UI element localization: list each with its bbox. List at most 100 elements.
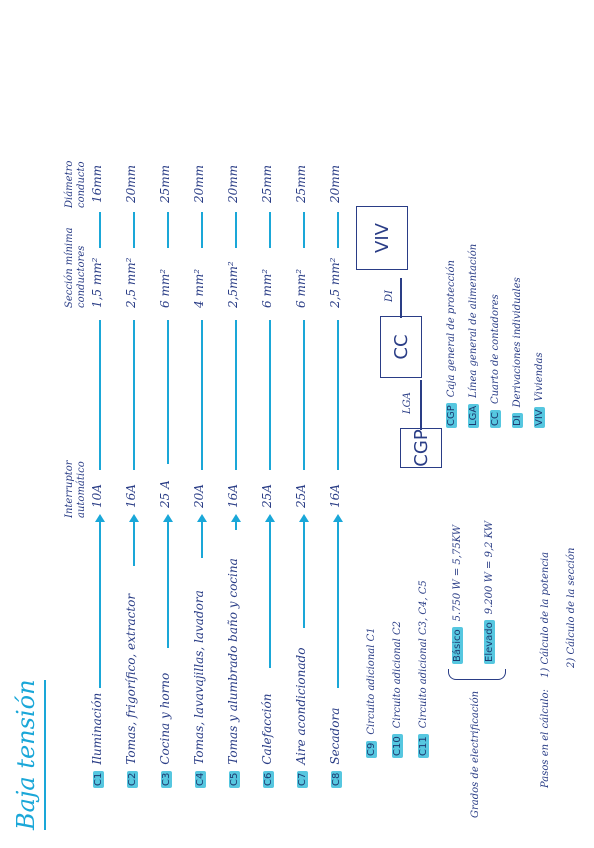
arrow-head-icon	[231, 514, 241, 522]
cc-box-label: CC	[390, 334, 412, 360]
arrow-line	[337, 520, 339, 688]
connector-line	[99, 212, 101, 248]
viv-box-label: VIV	[371, 223, 393, 253]
circuit-section: 6 mm²	[158, 268, 172, 308]
header-section-line1: Sección mínima	[64, 227, 75, 308]
circuit-row: C4 Tomas, lavavajillas, lavadora	[192, 590, 206, 788]
circuit-section: 4 mm²	[192, 268, 206, 308]
step-item: 2) Cálculo de la sección	[566, 547, 577, 668]
cgp-box-label: CGP	[410, 429, 432, 467]
header-diameter: Diámetro conducto	[64, 161, 88, 208]
legend-badge: DI	[512, 413, 523, 428]
grade-value: 5.750 W = 5,75KW	[452, 524, 463, 622]
circuit-breaker: 25 A	[158, 480, 172, 508]
arrow-line	[201, 520, 203, 558]
circuit-code-badge: C1	[93, 770, 104, 788]
connector-line	[269, 212, 271, 248]
arrow-head-icon	[265, 514, 275, 522]
circuit-section: 2,5 mm²	[328, 257, 342, 308]
connector-line	[167, 320, 169, 464]
legend-text: Línea general de alimentación	[468, 243, 479, 398]
circuit-diameter: 20mm	[226, 164, 240, 203]
title-underline	[44, 680, 46, 830]
electrification-item: Básico 5.750 W = 5,75KW	[452, 525, 463, 664]
circuit-row: C8 Secadora	[328, 708, 342, 788]
legend-badge: VIV	[534, 407, 545, 428]
circuit-breaker: 16A	[124, 484, 138, 508]
header-section: Sección mínima conductores	[64, 227, 88, 308]
circuit-diameter: 25mm	[294, 164, 308, 203]
circuit-name: Calefacción	[260, 693, 274, 765]
header-section-line2: conductores	[76, 245, 87, 308]
legend-text: Viviendas	[534, 352, 545, 402]
di-link-line	[400, 278, 402, 318]
header-breaker-line1: Interruptor	[64, 460, 75, 518]
circuit-code-badge: C8	[331, 770, 342, 788]
circuit-code-badge: C10	[392, 734, 403, 758]
legend-badge: LGA	[468, 403, 479, 428]
grade-value: 9.200 W = 9,2 KW	[484, 520, 495, 615]
extra-circuit-name: Circuito adicional C3, C4, C5	[418, 580, 429, 729]
circuit-name: Secadora	[328, 707, 342, 765]
circuit-breaker: 10A	[90, 484, 104, 508]
grade-badge: Básico	[452, 627, 463, 664]
connector-line	[337, 320, 339, 470]
arrow-head-icon	[95, 514, 105, 522]
connector-line	[303, 212, 305, 248]
steps-label: Pasos en el cálculo:	[540, 689, 551, 788]
legend-item: DI Derivaciones individuales	[512, 277, 523, 428]
header-breaker-line2: automático	[76, 461, 87, 518]
connector-line	[133, 212, 135, 248]
legend-item: LGA Línea general de alimentación	[468, 244, 479, 428]
circuit-diameter: 20mm	[328, 164, 342, 203]
connector-line	[133, 320, 135, 470]
lga-link-line	[420, 380, 422, 430]
brace	[448, 669, 506, 680]
circuit-diameter: 16mm	[90, 164, 104, 203]
circuit-name: Tomas y alumbrado baño y cocina	[226, 558, 240, 765]
circuit-row: C1 Iluminación	[90, 693, 104, 788]
circuit-row: C5 Tomas y alumbrado baño y cocina	[226, 558, 240, 788]
connector-line	[201, 212, 203, 248]
arrow-line	[269, 520, 271, 668]
circuit-code-badge: C6	[263, 770, 274, 788]
circuit-name: Cocina y horno	[158, 672, 172, 765]
cgp-box: CGP	[400, 428, 442, 468]
arrow-line	[303, 520, 305, 628]
circuit-breaker: 20A	[192, 484, 206, 508]
arrow-head-icon	[333, 514, 343, 522]
circuit-diameter: 20mm	[124, 164, 138, 203]
circuit-breaker: 25A	[294, 484, 308, 508]
header-diameter-line1: Diámetro	[64, 160, 75, 208]
circuit-code-badge: C11	[418, 734, 429, 758]
circuit-row: C3Cocina y horno	[158, 673, 172, 788]
legend-item: VIV Viviendas	[534, 352, 545, 428]
circuit-diameter: 25mm	[260, 164, 274, 203]
arrow-head-icon	[197, 514, 207, 522]
electrification-item: Elevado 9.200 W = 9,2 KW	[484, 521, 495, 664]
circuit-code-badge: C4	[195, 770, 206, 788]
circuit-breaker: 16A	[226, 484, 240, 508]
extra-circuit: C9Circuito adicional C1	[366, 627, 377, 758]
legend-item: CCCuarto de contadores	[490, 294, 501, 428]
viv-box: VIV	[356, 206, 408, 270]
arrow-head-icon	[299, 514, 309, 522]
legend-text: Derivaciones individuales	[512, 277, 523, 408]
circuit-section: 1,5 mm²	[90, 257, 104, 308]
circuit-row: C6 Calefacción	[260, 694, 274, 788]
circuit-name: Tomas, lavavajillas, lavadora	[192, 590, 206, 765]
connector-line	[201, 320, 203, 470]
electrification-label: Grados de electrificación	[470, 690, 481, 818]
grade-badge: Elevado	[484, 620, 495, 664]
circuit-name: Iluminación	[90, 692, 104, 765]
page-title: Baja tensión	[12, 679, 40, 830]
extra-circuit: C11 Circuito adicional C3, C4, C5	[418, 580, 429, 758]
header-diameter-line2: conducto	[76, 161, 87, 208]
legend-item: CGPCaja general de protección	[446, 260, 457, 428]
circuit-breaker: 16A	[328, 484, 342, 508]
extra-circuit-name: Circuito adicional C2	[392, 621, 403, 729]
connector-line	[235, 320, 237, 470]
circuit-code-badge: C5	[229, 770, 240, 788]
